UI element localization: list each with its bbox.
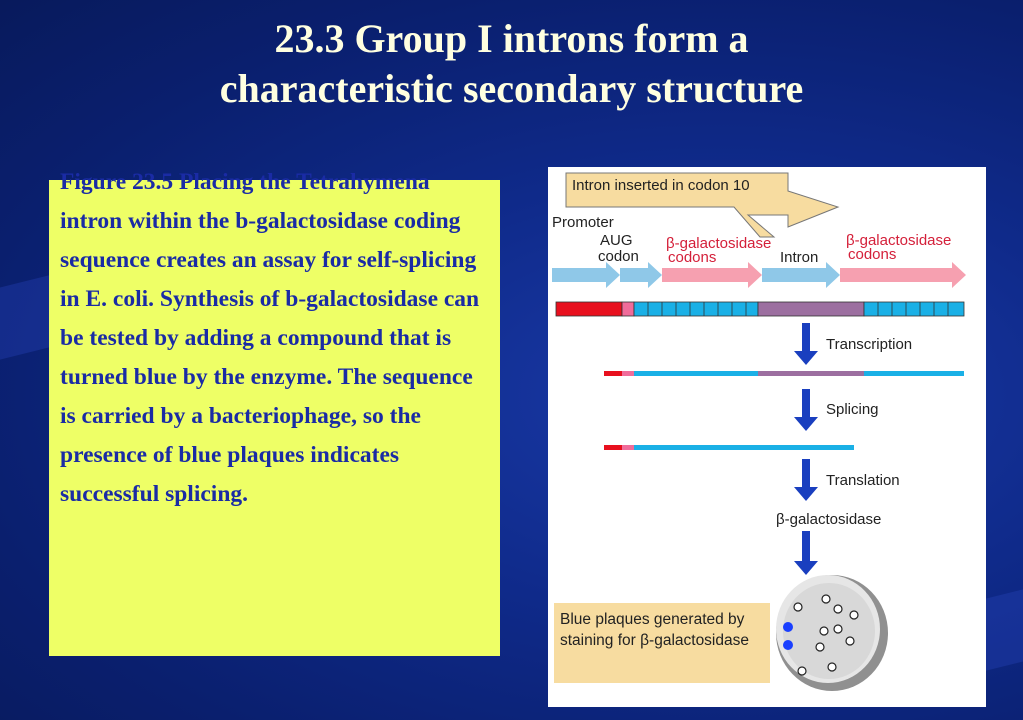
aug-arrow	[620, 262, 662, 288]
bgal-codons-label-2: β-galactosidase	[846, 232, 951, 249]
callout-label: Intron inserted in codon 10	[572, 177, 750, 194]
plate-arrow	[794, 531, 818, 575]
promoter-label: Promoter	[552, 214, 614, 231]
callout-arrow	[565, 172, 840, 238]
bgal-codons-label-1: β-galactosidase	[666, 235, 771, 252]
caption-box	[49, 180, 500, 656]
splicing-assay-figure: Intron inserted in codon 10 Promoter AUG…	[548, 167, 986, 707]
dna-bar	[555, 301, 965, 317]
petri-dish	[776, 575, 888, 691]
transcription-arrow	[794, 323, 818, 365]
figure-diagram: Intron inserted in codon 10 Promoter AUG…	[552, 172, 966, 691]
bgal-arrow-1	[662, 262, 762, 288]
figure-caption: Figure 23.5 Placing the Tetrahymena intr…	[60, 169, 480, 507]
bgal-arrow-2	[840, 262, 966, 288]
translation-arrow	[794, 459, 818, 501]
aug-label: AUG	[600, 232, 633, 249]
transcription-label: Transcription	[826, 336, 912, 353]
bgal-codons-sub-1: codons	[668, 249, 716, 266]
splicing-arrow	[794, 389, 818, 431]
plaque-note: Blue plaques generated by staining for β…	[554, 603, 770, 683]
bgal-codons-sub-2: codons	[848, 246, 896, 263]
mrna-bar	[604, 371, 964, 376]
splicing-label: Splicing	[826, 401, 879, 418]
product-label: β-galactosidase	[776, 511, 881, 528]
translation-label: Translation	[826, 472, 900, 489]
aug-codon-label: codon	[598, 248, 639, 265]
slide-title: 23.3 Group I introns form a characterist…	[0, 14, 1023, 114]
title-line-1: 23.3 Group I introns form a	[274, 16, 749, 61]
intron-label: Intron	[780, 249, 818, 266]
intron-arrow	[762, 262, 840, 288]
spliced-mrna-bar	[604, 445, 854, 450]
title-line-2: characteristic secondary structure	[219, 66, 804, 111]
promoter-arrow	[552, 262, 620, 288]
